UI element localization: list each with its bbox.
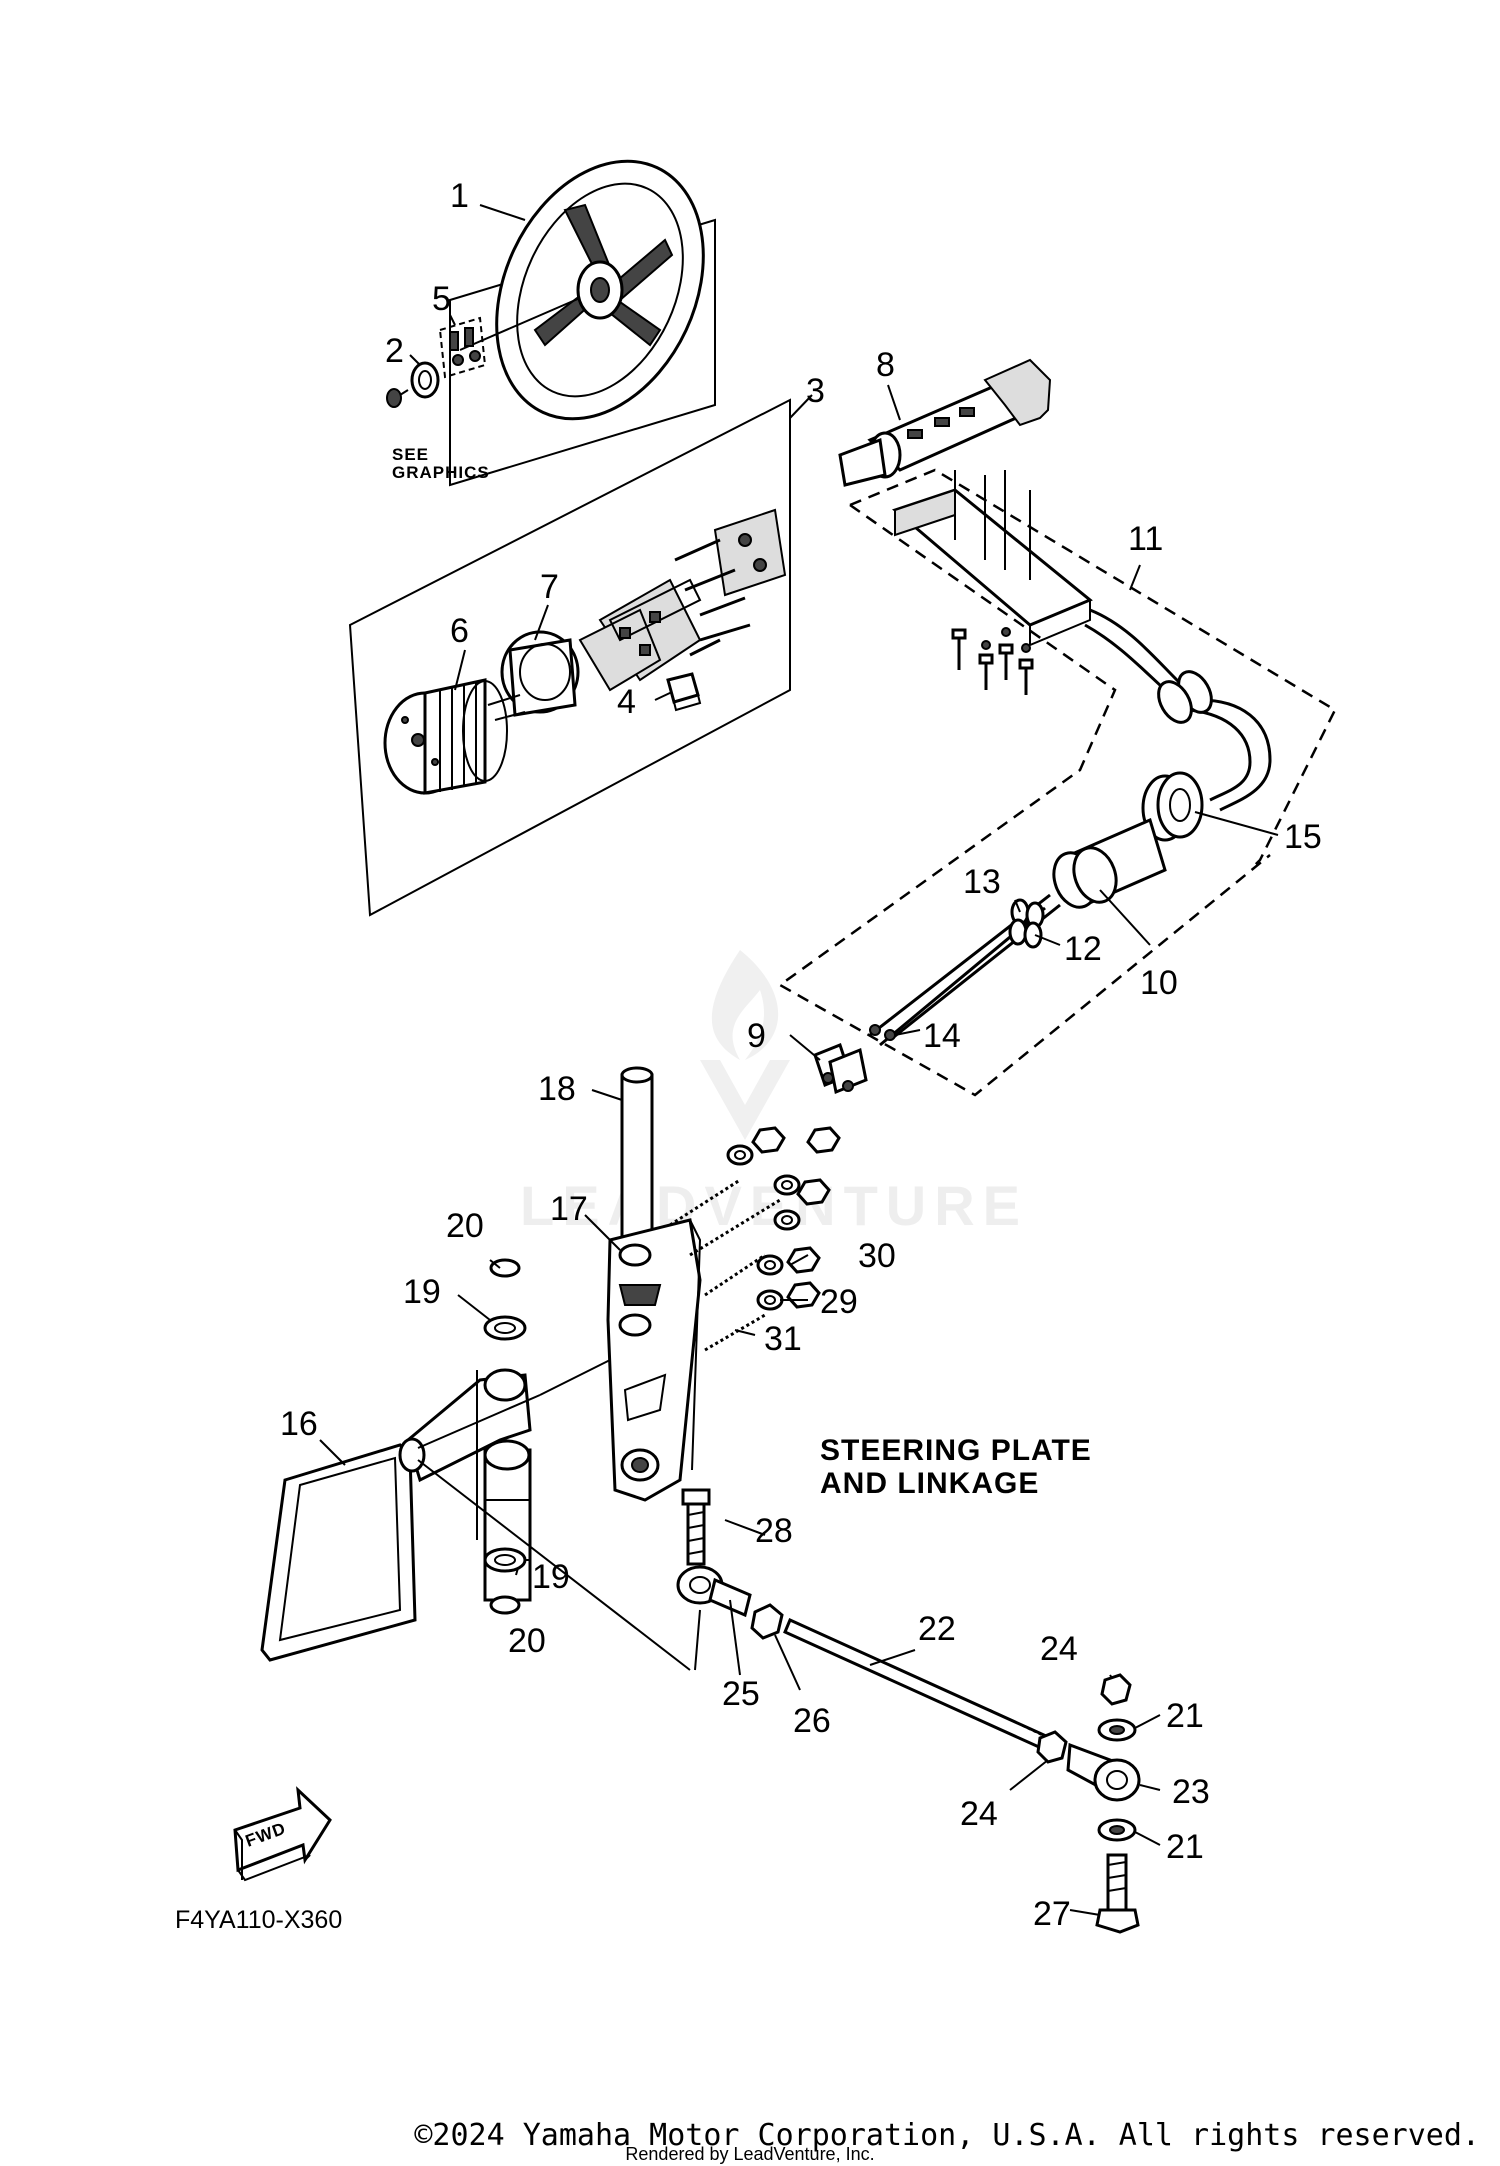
- callout-21-bottom: 21: [1166, 1828, 1204, 1866]
- steering-wheel-assembly: [386, 159, 716, 487]
- linkage-assembly: [676, 1488, 1141, 1934]
- callout-27: 27: [1033, 1895, 1071, 1933]
- callout-24-bottom: 24: [960, 1795, 998, 1833]
- watermark: LEADVENTURE: [520, 950, 1028, 1237]
- callout-26: 26: [793, 1702, 831, 1740]
- diagram-title-line1: STEERING PLATE: [820, 1434, 1092, 1467]
- callout-11: 11: [1128, 520, 1163, 558]
- callout-14: 14: [923, 1017, 961, 1055]
- see-graphics-line1: SEE: [392, 445, 429, 464]
- callout-numbers: 1 2 3 4 5 6 7 8 9 10 11 12 13 14 15 16 1…: [280, 177, 1322, 1933]
- copyright-notice: ©2024 Yamaha Motor Corporation, U.S.A. A…: [414, 2118, 1480, 2153]
- callout-30: 30: [858, 1237, 896, 1275]
- rendered-by: Rendered by LeadVenture, Inc.: [625, 2144, 874, 2164]
- callout-3: 3: [806, 372, 825, 410]
- helm-assembly: [348, 398, 791, 917]
- callout-12: 12: [1064, 930, 1102, 968]
- callout-leaders: [319, 204, 1279, 1916]
- callout-17: 17: [550, 1190, 588, 1228]
- control-unit-assembly: [777, 358, 1337, 1097]
- callout-31: 31: [764, 1320, 802, 1358]
- callout-10: 10: [1140, 964, 1178, 1002]
- callout-7: 7: [540, 568, 559, 606]
- callout-20-top: 20: [446, 1207, 484, 1245]
- callout-24-top: 24: [1040, 1630, 1078, 1668]
- watermark-text: LEADVENTURE: [520, 1174, 1028, 1237]
- module-bolts: [951, 627, 1034, 695]
- callout-19-top: 19: [403, 1273, 441, 1311]
- callout-22: 22: [918, 1610, 956, 1648]
- callout-25: 25: [722, 1675, 760, 1713]
- callout-20-bottom: 20: [508, 1622, 546, 1660]
- callout-9: 9: [747, 1017, 766, 1055]
- steering-arm-assembly: [606, 1066, 841, 1502]
- callout-8: 8: [876, 346, 895, 384]
- callout-5: 5: [432, 280, 451, 318]
- see-graphics-line2: GRAPHICS: [392, 463, 490, 482]
- studs: [669, 1178, 781, 1352]
- callout-28: 28: [755, 1512, 793, 1550]
- callout-19-bottom: 19: [532, 1558, 570, 1596]
- drawing-code: F4YA110-X360: [175, 1906, 342, 1934]
- fwd-arrow: FWD: [233, 1786, 332, 1882]
- callout-18: 18: [538, 1070, 576, 1108]
- callout-6: 6: [450, 612, 469, 650]
- callout-23: 23: [1172, 1773, 1210, 1811]
- washers-and-nuts: [726, 1126, 841, 1311]
- callout-15: 15: [1284, 818, 1322, 856]
- callout-16: 16: [280, 1405, 318, 1443]
- callout-4: 4: [617, 683, 636, 721]
- callout-1: 1: [450, 177, 469, 215]
- callout-13: 13: [963, 863, 1001, 901]
- callout-21-top: 21: [1166, 1697, 1204, 1735]
- callout-2: 2: [385, 332, 404, 370]
- callout-29: 29: [820, 1283, 858, 1321]
- steering-plate-assembly: [260, 1258, 701, 1671]
- diagram-title-line2: AND LINKAGE: [820, 1467, 1039, 1500]
